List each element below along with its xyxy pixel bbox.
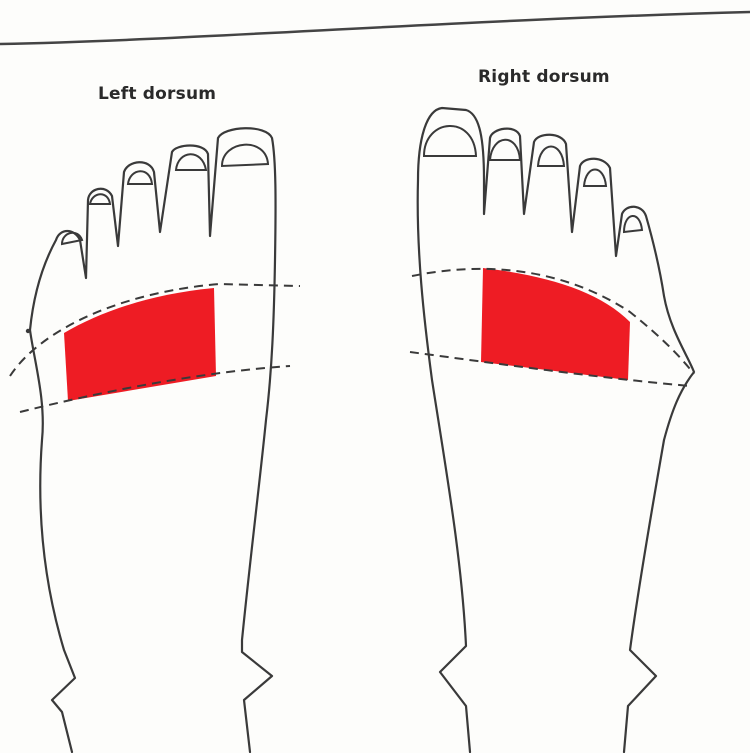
right-foot	[410, 108, 694, 752]
left-dot-marker	[26, 329, 30, 333]
left-highlight-region	[64, 288, 216, 401]
left-toe-nail-3	[128, 171, 152, 184]
right-toe-nail-5	[624, 216, 642, 232]
left-foot-outline	[30, 128, 276, 752]
right-foot-outline	[418, 108, 694, 752]
right-highlight-region	[481, 268, 630, 380]
left-toe-nail-4	[176, 154, 206, 170]
left-toe-nail-2	[90, 194, 110, 204]
left-foot	[10, 128, 300, 752]
right-toe-nail-4	[584, 170, 606, 187]
right-toe-nail-1	[424, 126, 476, 156]
right-toe-nail-3	[538, 147, 564, 167]
left-toe-nail-5	[222, 145, 268, 166]
right-toe-nail-2	[490, 140, 520, 160]
